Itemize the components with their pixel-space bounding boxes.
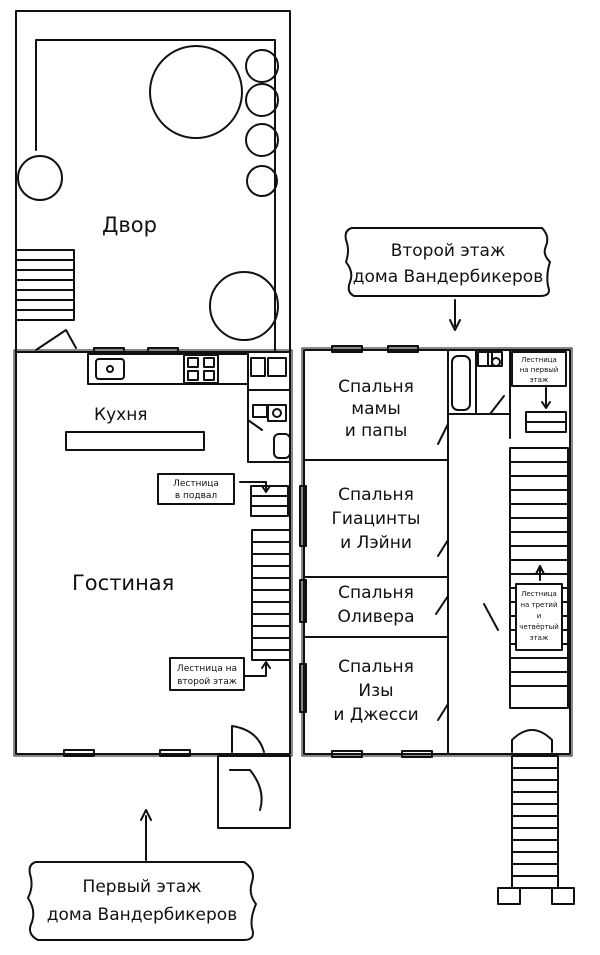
first-stairs-note-line3: этаж	[530, 376, 549, 384]
yard-stairs	[15, 249, 75, 321]
bedroom-parents-line3: и папы	[345, 421, 408, 441]
tree	[245, 123, 279, 157]
tree	[17, 155, 63, 201]
first-floor-title-line1: Первый этаж	[83, 877, 202, 897]
yard-door	[35, 329, 77, 351]
third-stairs-note-line4: четвёртый	[519, 623, 559, 631]
bedroom-oliver-line2: Оливера	[338, 607, 415, 627]
third-stairs-note-line2: на третий	[520, 601, 557, 609]
kitchen-island	[65, 431, 205, 451]
front-porch	[217, 755, 291, 829]
tree	[149, 45, 243, 139]
second-floor	[299, 345, 573, 758]
bedroom-ij-line2: Изы	[358, 681, 393, 701]
second-floor-title-line1: Второй этаж	[391, 241, 506, 261]
bedroom-hl-line2: Гиацинты	[332, 509, 421, 529]
basement-note-line1: Лестница	[173, 479, 219, 489]
first-stairs-note-line2: на первый	[520, 366, 559, 374]
kitchen-sink	[95, 358, 125, 380]
tree	[209, 271, 279, 341]
second-floor-note-box	[169, 657, 245, 691]
second-floor-title-line2: дома Вандербикеров	[353, 267, 543, 287]
bedroom-oliver-line1: Спальня	[338, 583, 414, 603]
second-stairs-note-line1: Лестница на	[177, 664, 237, 674]
third-fourth-stairs	[483, 447, 569, 709]
second-stairs-note-line2: второй этаж	[177, 677, 237, 687]
first-floor-title-frame	[27, 861, 257, 941]
bedroom-ij-line1: Спальня	[338, 657, 414, 677]
basement-note-line2: в подвал	[175, 491, 217, 501]
stove	[183, 354, 219, 384]
outdoor-stairs	[497, 755, 575, 905]
yard	[15, 10, 291, 353]
bedroom-parents-line1: Спальня	[338, 377, 414, 397]
kitchen-label: Кухня	[94, 405, 148, 425]
bedroom-parents-line2: мамы	[351, 399, 401, 419]
basement-stairs	[239, 481, 289, 517]
first-floor-title-line2: дома Вандербикеров	[47, 905, 237, 925]
third-stairs-note-line1: Лестница	[521, 590, 557, 598]
front-door	[231, 725, 265, 753]
first-floor-stairs	[525, 387, 567, 433]
first-stairs-note-line1: Лестница	[521, 356, 557, 364]
tree	[245, 83, 279, 117]
third-stairs-note-line5: этаж	[530, 634, 549, 642]
tree	[245, 49, 279, 83]
second-floor-bathroom	[447, 349, 511, 415]
yard-label: Двор	[102, 213, 157, 237]
living-room-label: Гостиная	[72, 571, 174, 595]
bedroom-ij-line3: и Джесси	[333, 705, 418, 725]
first-floor	[13, 347, 293, 757]
second-floor-title-frame	[344, 227, 551, 297]
bedroom-hl-line3: и Лэйни	[340, 533, 412, 553]
third-stairs-note-line3: и	[537, 612, 542, 620]
second-floor-stairs	[243, 529, 291, 677]
bedroom-hl-line1: Спальня	[338, 485, 414, 505]
basement-note-box	[157, 473, 235, 505]
tree	[246, 165, 278, 197]
